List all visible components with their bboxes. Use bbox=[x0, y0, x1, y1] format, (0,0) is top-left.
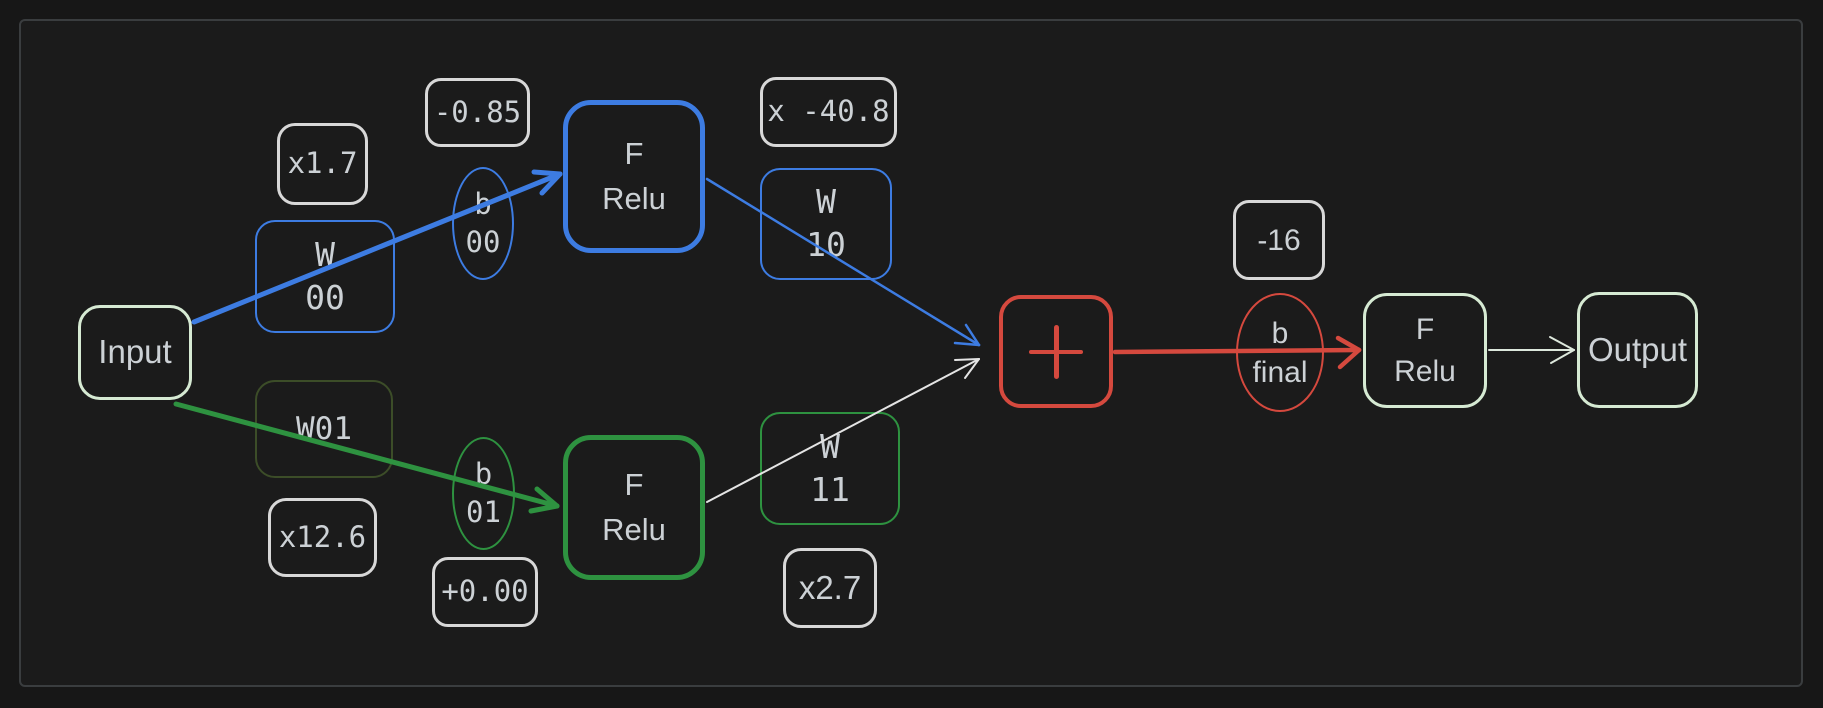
mult11-label: x2.7 bbox=[798, 568, 862, 606]
w00-line1: W bbox=[315, 234, 335, 274]
b00-ellipse[interactable]: b 00 bbox=[452, 167, 514, 280]
w10-box[interactable]: W 10 bbox=[760, 168, 892, 280]
plus-icon bbox=[1027, 323, 1085, 381]
bias01-label: +0.00 bbox=[441, 574, 529, 609]
output-node[interactable]: Output bbox=[1577, 292, 1698, 408]
relu-final-line2: Relu bbox=[1394, 354, 1456, 388]
w01-box[interactable]: W01 bbox=[255, 380, 393, 478]
relu-bottom-box[interactable]: F Relu bbox=[563, 435, 705, 580]
relu-top-line2: Relu bbox=[602, 180, 666, 216]
w11-line1: W bbox=[820, 426, 840, 466]
w00-line2: 00 bbox=[305, 277, 345, 317]
bias00-value-box[interactable]: -0.85 bbox=[425, 78, 530, 147]
mult00-label: x1.7 bbox=[287, 146, 358, 181]
w00-box[interactable]: W 00 bbox=[255, 220, 395, 333]
b01-ellipse[interactable]: b 01 bbox=[452, 437, 515, 550]
b00-line2: 00 bbox=[465, 224, 501, 259]
mult00-value-box[interactable]: x1.7 bbox=[277, 123, 368, 205]
mult01-label: x12.6 bbox=[278, 519, 367, 554]
canvas-frame bbox=[19, 19, 1803, 687]
mult01-value-box[interactable]: x12.6 bbox=[268, 498, 377, 577]
w11-line2: 11 bbox=[810, 469, 850, 509]
input-node[interactable]: Input bbox=[78, 305, 192, 400]
input-label: Input bbox=[98, 333, 172, 371]
bias00-label: -0.85 bbox=[433, 94, 522, 129]
b00-line1: b bbox=[474, 186, 492, 221]
output-label: Output bbox=[1587, 330, 1688, 368]
w10-line1: W bbox=[816, 182, 836, 222]
w10-line2: 10 bbox=[806, 225, 846, 264]
mult10-value-box[interactable]: x -40.8 bbox=[760, 77, 897, 147]
bias-final-value-box[interactable]: -16 bbox=[1233, 200, 1325, 280]
b-final-line2: final bbox=[1252, 355, 1308, 389]
bias01-value-box[interactable]: +0.00 bbox=[432, 557, 538, 627]
relu-top-line1: F bbox=[624, 135, 644, 171]
sum-node[interactable]: + bbox=[999, 295, 1113, 408]
b-final-line1: b bbox=[1271, 316, 1289, 350]
b01-line2: 01 bbox=[466, 494, 501, 529]
w01-label: W01 bbox=[296, 410, 352, 447]
relu-final-line1: F bbox=[1415, 312, 1435, 346]
b-final-ellipse[interactable]: b final bbox=[1236, 293, 1324, 412]
relu-top-box[interactable]: F Relu bbox=[563, 100, 705, 253]
relu-bottom-line2: Relu bbox=[602, 511, 666, 547]
relu-bottom-line1: F bbox=[624, 466, 644, 502]
relu-final-box[interactable]: F Relu bbox=[1363, 293, 1487, 408]
bias-final-label: -16 bbox=[1257, 223, 1301, 257]
w11-box[interactable]: W 11 bbox=[760, 412, 900, 525]
b01-line1: b bbox=[474, 456, 493, 491]
mult10-label: x -40.8 bbox=[767, 94, 890, 129]
mult11-value-box[interactable]: x2.7 bbox=[783, 548, 877, 628]
